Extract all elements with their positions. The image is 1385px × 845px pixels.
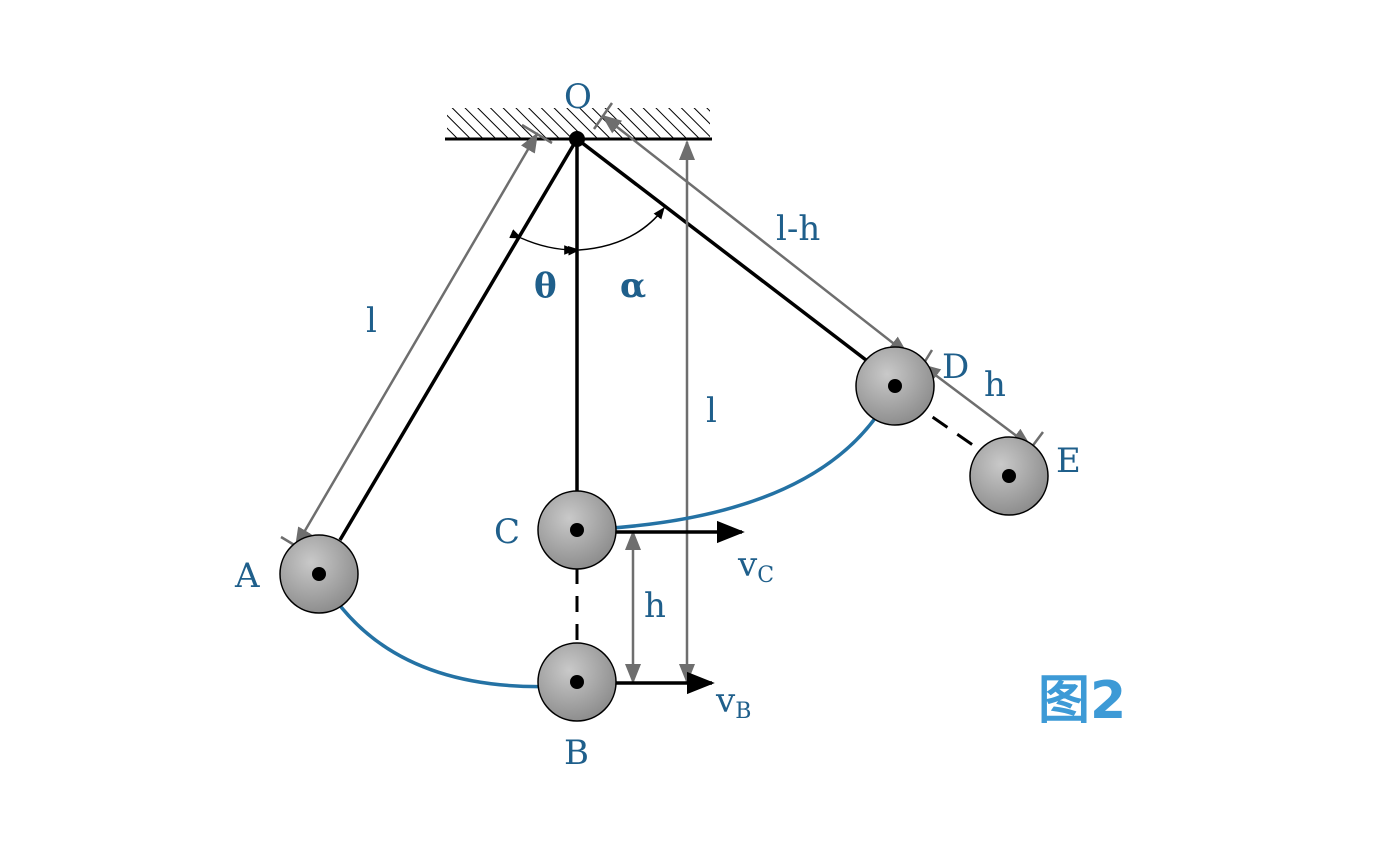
label-theta: θ xyxy=(534,266,557,306)
bob-c xyxy=(537,490,617,570)
dim-h-right xyxy=(920,363,1032,448)
dimensions xyxy=(280,102,1044,684)
label-alpha: α xyxy=(620,266,646,306)
arc-c-to-d xyxy=(577,384,896,532)
label-c: C xyxy=(494,512,520,552)
label-vb: vB xyxy=(715,681,751,724)
angle-arcs xyxy=(509,207,665,256)
dim-l-minus-h xyxy=(601,114,909,356)
dim-l-left xyxy=(294,132,539,548)
label-l-minus-h: l-h xyxy=(776,209,820,249)
bob-e xyxy=(969,436,1049,516)
pivot-point xyxy=(569,131,585,147)
label-d: D xyxy=(942,347,969,387)
label-a: A xyxy=(234,556,260,596)
rods xyxy=(338,137,868,541)
label-vc-sub: C xyxy=(757,563,774,588)
theta-arc xyxy=(509,229,577,255)
figure-caption: 图2 xyxy=(1038,671,1126,731)
label-vc-main: v xyxy=(737,545,758,585)
label-vc: vC xyxy=(737,545,774,588)
labels: O A B C D E θ α l l l-h h h vC vB xyxy=(234,77,1081,773)
label-e: E xyxy=(1056,441,1081,481)
label-l-left: l xyxy=(366,301,377,341)
dim-tick xyxy=(592,102,614,130)
label-b: B xyxy=(564,733,589,773)
bobs xyxy=(279,346,1049,722)
bob-b xyxy=(537,642,617,722)
label-o: O xyxy=(564,77,592,117)
bob-d xyxy=(855,346,935,426)
label-h-right: h xyxy=(984,365,1006,405)
label-h-mid: h xyxy=(644,586,666,626)
alpha-arc xyxy=(567,207,665,256)
dim-tick xyxy=(521,123,553,145)
rod-o-d xyxy=(575,137,868,362)
bob-a xyxy=(279,534,359,614)
label-vb-main: v xyxy=(715,681,736,721)
label-l-right: l xyxy=(706,391,717,431)
label-vb-sub: B xyxy=(735,699,751,724)
